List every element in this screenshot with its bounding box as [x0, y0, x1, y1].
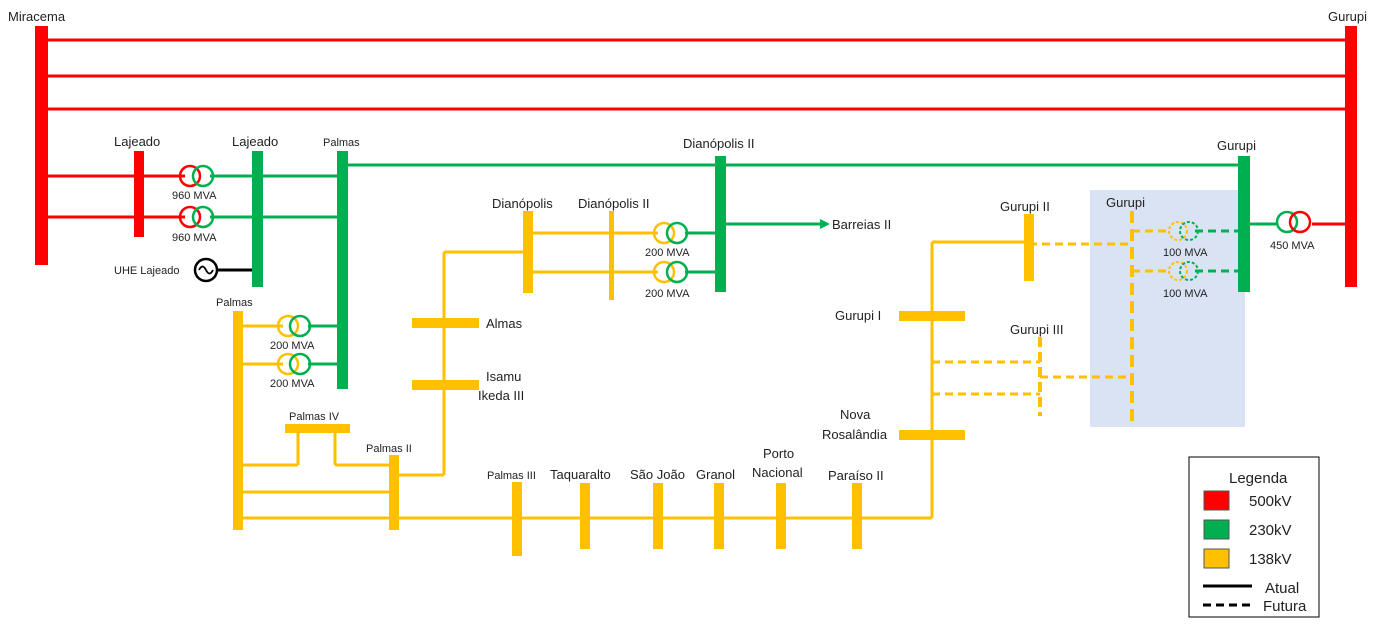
transformer-gurupi-1-future-icon	[1168, 221, 1199, 241]
label-miracema: Miracema	[8, 9, 66, 24]
label-granol: Granol	[696, 467, 735, 482]
label-almas: Almas	[486, 316, 523, 331]
bus-palmas2	[389, 455, 399, 530]
label-uhe-lajeado: UHE Lajeado	[114, 265, 179, 277]
bus-dianopolis2-230kv	[715, 156, 726, 292]
label-palmas2: Palmas II	[366, 443, 412, 455]
bus-dianopolis-138kv	[523, 211, 533, 293]
bus-isamu-ikeda3	[412, 380, 479, 390]
label-gurupi3: Gurupi III	[1010, 322, 1063, 337]
label-rosalandia: Rosalândia	[822, 427, 888, 442]
label-lajeado-230: Lajeado	[232, 134, 278, 149]
label-nacional: Nacional	[752, 465, 803, 480]
label-t-lajeado-2: 960 MVA	[172, 232, 217, 244]
generator-uhe-lajeado-icon	[193, 257, 252, 283]
legend: Legenda 500kV 230kV 138kV Atual Futura	[1188, 456, 1320, 618]
transformer-lajeado-1-icon	[178, 164, 215, 188]
label-t-dianopolis-1: 200 MVA	[645, 247, 690, 259]
legend-label-230kv: 230kV	[1249, 522, 1292, 539]
label-taquaralto: Taquaralto	[550, 467, 611, 482]
bus-palmas-138kv	[233, 311, 243, 530]
bus-porto-nacional	[776, 483, 786, 549]
label-palmas-230: Palmas	[323, 137, 360, 149]
bus-sao-joao	[653, 483, 663, 549]
label-isamu: Isamu	[486, 369, 521, 384]
legend-label-atual: Atual	[1265, 580, 1299, 597]
label-gurupi-230: Gurupi	[1217, 138, 1256, 153]
label-gurupi2: Gurupi II	[1000, 199, 1050, 214]
label-t-gurupi-2: 100 MVA	[1163, 288, 1208, 300]
arrow-barreias-icon	[820, 219, 830, 229]
future-expansion-highlight	[1090, 190, 1245, 427]
label-ikeda3: Ikeda III	[478, 388, 524, 403]
bus-dianopolis2-138kv	[609, 211, 614, 300]
label-palmas-138: Palmas	[216, 297, 253, 309]
legend-swatch-230kv	[1203, 519, 1230, 540]
label-palmas3: Palmas III	[487, 470, 536, 482]
transformer-palmas-2-icon	[276, 352, 312, 376]
bus-almas	[412, 318, 479, 328]
label-dianopolis2-230: Dianópolis II	[683, 136, 755, 151]
label-lajeado-500: Lajeado	[114, 134, 160, 149]
label-gurupi-500: Gurupi	[1328, 9, 1367, 24]
legend-title: Legenda	[1229, 470, 1288, 487]
label-palmas4: Palmas IV	[289, 411, 340, 423]
transformer-gurupi-2-future-icon	[1168, 261, 1199, 281]
label-t-gurupi-1: 100 MVA	[1163, 247, 1208, 259]
label-dianopolis-138: Dianópolis	[492, 196, 553, 211]
label-barreias2: Barreias II	[832, 217, 891, 232]
label-nova: Nova	[840, 407, 871, 422]
transformer-palmas-1-icon	[276, 314, 312, 338]
bus-miracema-500kv	[35, 26, 48, 265]
label-sao-joao: São João	[630, 467, 685, 482]
label-gurupi1: Gurupi I	[835, 308, 881, 323]
bus-nova-rosalandia	[899, 430, 965, 440]
bus-gurupi2	[1024, 214, 1034, 281]
network-230kv	[210, 163, 1276, 366]
label-t-lajeado-1: 960 MVA	[172, 190, 217, 202]
bus-paraiso2	[852, 483, 862, 549]
bus-gurupi1	[899, 311, 965, 321]
label-gurupi-138: Gurupi	[1106, 195, 1145, 210]
legend-swatch-138kv	[1203, 548, 1230, 569]
label-t-palmas-1: 200 MVA	[270, 340, 315, 352]
bus-palmas3	[512, 482, 522, 556]
transformer-dianopolis-2-icon	[652, 260, 689, 284]
bus-lajeado-230kv	[252, 151, 263, 287]
bus-granol	[714, 483, 724, 549]
bus-gurupi-500kv	[1345, 26, 1357, 287]
network-500kv	[41, 38, 1351, 226]
bus-palmas4	[285, 424, 350, 433]
bus-palmas-230kv	[337, 151, 348, 389]
label-paraiso2: Paraíso II	[828, 468, 884, 483]
label-t-palmas-2: 200 MVA	[270, 378, 315, 390]
transformer-gurupi-500-icon	[1275, 210, 1312, 234]
legend-label-138kv: 138kV	[1249, 551, 1292, 568]
bus-gurupi-230kv	[1238, 156, 1250, 292]
bus-taquaralto	[580, 483, 590, 549]
legend-swatch-500kv	[1203, 490, 1230, 511]
legend-label-500kv: 500kV	[1249, 493, 1292, 510]
legend-label-futura: Futura	[1263, 598, 1307, 615]
label-dianopolis2-138: Dianópolis II	[578, 196, 650, 211]
transformer-dianopolis-1-icon	[652, 221, 689, 245]
transformer-lajeado-2-icon	[178, 205, 215, 229]
label-t-gurupi-500: 450 MVA	[1270, 240, 1315, 252]
buses-138kv	[233, 211, 1034, 556]
label-porto: Porto	[763, 446, 794, 461]
label-t-dianopolis-2: 200 MVA	[645, 288, 690, 300]
bus-lajeado-500kv	[134, 151, 144, 237]
